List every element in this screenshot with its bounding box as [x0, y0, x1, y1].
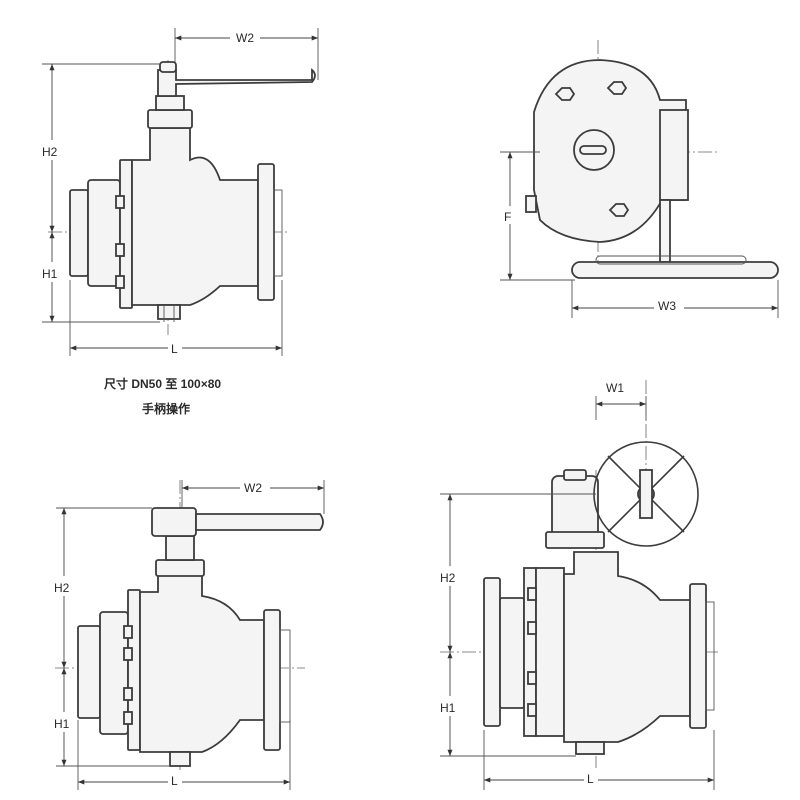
left-flange: [483, 577, 501, 727]
view-manual-small: W2 H2 H1 L 尺寸 DN50 至 100×80 手柄操作: [40, 28, 319, 416]
bottom-trunnion: [575, 741, 605, 755]
right-flange: [257, 163, 275, 301]
hex-bolt-icon: [608, 203, 630, 217]
view-manual-large: W2 H2 H1 L: [52, 478, 325, 790]
caption-operation: 手柄操作: [142, 401, 190, 416]
joint-bolts: [527, 587, 537, 717]
dim-l-label: L: [171, 774, 178, 788]
input-shaft: [659, 199, 671, 263]
bottom-trunnion: [157, 304, 181, 320]
valve-main-body: [131, 127, 259, 306]
bottom-trunnion: [169, 751, 191, 767]
valve-main-body: [563, 551, 691, 743]
dim-h2-label: H2: [440, 571, 456, 585]
gland-flange: [147, 109, 193, 129]
dim-h1-label: H1: [54, 717, 70, 731]
gearbox-mount: [545, 531, 605, 549]
dim-h2-label: H2: [42, 145, 58, 159]
left-flange: [77, 625, 101, 719]
lever-handle: [195, 513, 324, 531]
view-gearbox-top: F W3: [500, 40, 779, 318]
dim-h1-label: H1: [42, 267, 58, 281]
view-gear-operated: W1 H2 H1 L: [438, 376, 720, 790]
dim-h2-label: H2: [54, 581, 70, 595]
dim-l-label: L: [171, 342, 178, 356]
left-body-neck: [499, 597, 525, 709]
dim-w1-label: W1: [606, 381, 624, 395]
lever-hub: [151, 507, 197, 537]
caption-size-range: 尺寸 DN50 至 100×80: [104, 376, 221, 391]
right-flange: [689, 583, 707, 729]
stem-nut: [155, 95, 185, 111]
right-flange-face: [279, 629, 291, 723]
right-flange: [263, 609, 281, 751]
dim-h1-label: H1: [440, 701, 456, 715]
left-flange: [69, 189, 89, 277]
body-joint-flange-b: [535, 567, 565, 737]
handwheel-edge: [571, 261, 779, 279]
dim-w2-label: W2: [236, 31, 254, 45]
stem-housing: [165, 535, 195, 561]
right-flange-face: [273, 189, 283, 277]
handwheel: [593, 441, 699, 547]
joint-bolts: [115, 195, 125, 289]
hex-bolt-icon: [554, 87, 576, 101]
joint-bolts: [123, 625, 133, 725]
dim-l-label: L: [587, 772, 594, 786]
right-flange-face: [705, 601, 715, 711]
body-joint-flange: [127, 589, 141, 751]
dim-f-label: F: [504, 210, 511, 224]
hex-bolt-icon: [606, 81, 628, 95]
valve-main-body: [139, 573, 265, 753]
gland-flange: [155, 559, 205, 577]
lever-handle: [157, 68, 316, 97]
dim-w2-label: W2: [244, 481, 262, 495]
gearbox-side-block: [659, 109, 689, 201]
dim-w3-label: W3: [658, 299, 676, 313]
